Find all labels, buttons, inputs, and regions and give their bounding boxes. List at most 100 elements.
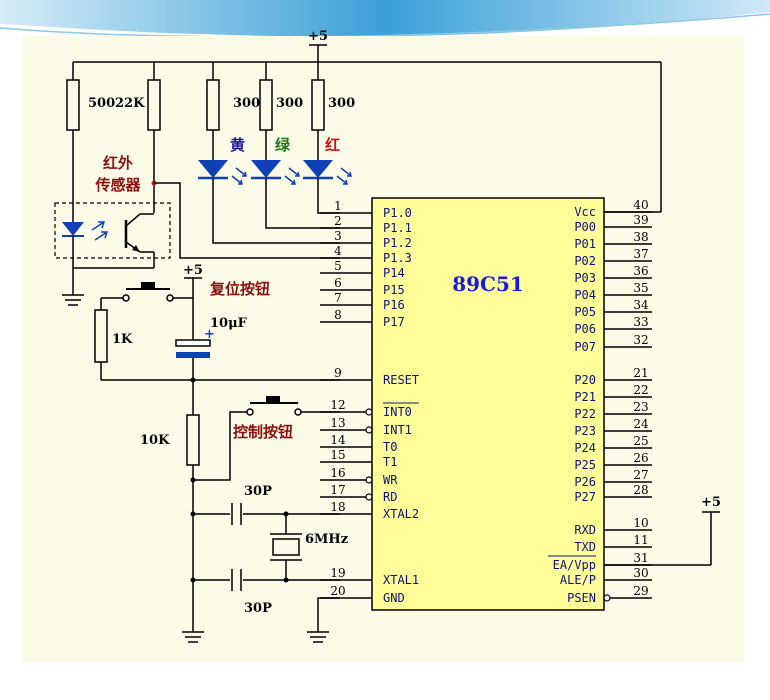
pin-number: 16 (330, 466, 345, 480)
svg-text:6MHz: 6MHz (305, 532, 348, 547)
ir-sensor: 红外 传感器 (54, 154, 171, 295)
pin-number: 24 (633, 417, 649, 431)
pin-number: 22 (633, 383, 648, 397)
pin-number: 3 (334, 229, 342, 243)
wire-sensor-p13 (154, 182, 340, 259)
pin-number: 18 (330, 500, 345, 514)
pin-name: XTAL1 (383, 573, 419, 587)
ir-sensor-label-1: 红外 (103, 154, 133, 172)
svg-text:+: + (204, 327, 215, 342)
pin-name: P1.2 (383, 236, 412, 250)
resistor-22k: 22K (115, 62, 161, 213)
reset-circuit: +5 复位按钮 1K + 10μF (94, 263, 340, 383)
led-green: 300 绿 (251, 62, 340, 229)
svg-text:500: 500 (88, 96, 115, 111)
led-yellow: 300 黄 (198, 62, 340, 244)
pin-number: 39 (633, 213, 648, 227)
pin-name: INT1 (383, 423, 412, 437)
pin-number: 38 (633, 230, 648, 244)
svg-text:10μF: 10μF (210, 316, 248, 331)
pin-name: P01 (574, 237, 596, 251)
pin-name: P1.1 (383, 221, 412, 235)
pin-number: 27 (633, 468, 648, 482)
top-power-label: +5 (308, 29, 328, 44)
svg-text:红: 红 (325, 136, 340, 154)
svg-text:30P: 30P (244, 601, 272, 616)
pin-number: 34 (633, 298, 649, 312)
pin-number: 19 (330, 566, 345, 580)
pin-number: 31 (633, 551, 648, 565)
pin-number: 37 (633, 247, 648, 261)
mcu-chip (371, 197, 605, 611)
pin-name: PSEN (567, 591, 596, 605)
pin-number: 30 (633, 566, 648, 580)
svg-text:10K: 10K (140, 433, 170, 448)
pin-number: 40 (633, 198, 648, 212)
pin-number: 29 (633, 584, 648, 598)
pin-number: 21 (633, 366, 648, 380)
pin-number: 4 (334, 244, 342, 258)
pin-name: TXD (574, 540, 596, 554)
pin-number: 17 (330, 483, 345, 497)
pin-name: EA/Vpp (553, 558, 596, 572)
svg-text:300: 300 (233, 96, 260, 111)
pin-name: T0 (383, 440, 397, 454)
pin-name: Vcc (574, 205, 596, 219)
pin-name: XTAL2 (383, 507, 419, 521)
pin-name: WR (383, 473, 398, 487)
pin-name: RESET (383, 373, 419, 387)
pin-name: P24 (574, 441, 596, 455)
pin-number: 8 (334, 308, 342, 322)
svg-text:22K: 22K (115, 96, 145, 111)
pin-name: P17 (383, 315, 405, 329)
top-power-symbol: +5 (308, 29, 328, 62)
pin-name: ALE/P (560, 573, 596, 587)
pin-name: P05 (574, 305, 596, 319)
clock-circuit: 10K 控制按钮 30P 30P 6MHz (140, 380, 348, 632)
svg-text:+5: +5 (701, 495, 721, 510)
pin-name: P14 (383, 266, 405, 280)
pin-name: P1.3 (383, 251, 412, 265)
pin-name: P1.0 (383, 206, 412, 220)
svg-text:300: 300 (276, 96, 303, 111)
pin-name: P15 (383, 283, 405, 297)
svg-text:30P: 30P (244, 484, 272, 499)
header-swoosh (0, 0, 770, 37)
ir-sensor-label-2: 传感器 (94, 176, 141, 194)
pin-number: 5 (334, 259, 342, 273)
pin-number: 9 (334, 366, 342, 380)
pin-name: INT0 (383, 405, 412, 419)
pin-name: GND (383, 591, 405, 605)
pin-number: 28 (633, 483, 648, 497)
